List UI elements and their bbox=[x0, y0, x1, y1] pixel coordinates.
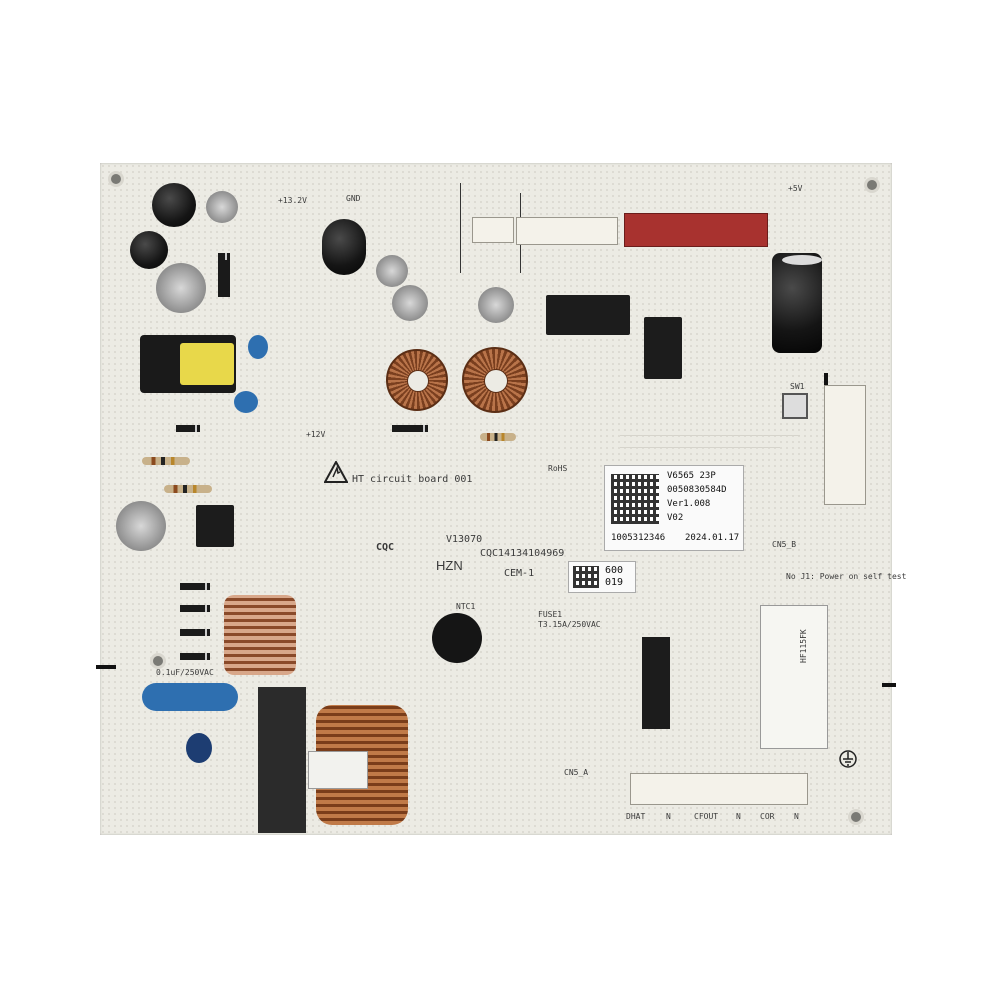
resistor bbox=[480, 433, 516, 441]
relay-model-label: HF115FK bbox=[799, 629, 808, 663]
y-capacitor bbox=[248, 335, 268, 359]
esd-warning-icon bbox=[324, 461, 348, 483]
pin-label-n3: N bbox=[794, 812, 799, 821]
ic-chip bbox=[546, 295, 630, 335]
sticker-line-3: Ver1.008 bbox=[667, 499, 711, 509]
ntc-label: NTC1 bbox=[456, 602, 476, 611]
cqc-mark-text: CQC bbox=[376, 542, 395, 553]
board-name-text: HT circuit board 001 bbox=[352, 474, 473, 485]
small-tag-line-2: 019 bbox=[605, 577, 624, 588]
tactile-switch bbox=[782, 393, 808, 419]
silkscreen-line bbox=[460, 183, 461, 273]
mounting-hole-bottom-right bbox=[848, 809, 864, 825]
maker-text: HZN bbox=[436, 558, 463, 573]
edge-notch-right bbox=[882, 683, 896, 687]
voltage-regulator bbox=[644, 317, 682, 379]
gnd-label: GND bbox=[346, 194, 361, 203]
capacitor-top bbox=[156, 263, 206, 313]
pin-label-cfout: CFOUT bbox=[694, 812, 719, 821]
inductor-l3 bbox=[224, 595, 296, 675]
diode bbox=[218, 253, 230, 297]
edge-notch-top-right bbox=[824, 373, 828, 387]
cem-text: CEM-1 bbox=[504, 568, 535, 579]
diode bbox=[176, 425, 200, 432]
mounting-hole-top-left bbox=[108, 171, 124, 187]
mounting-hole-mid-left bbox=[150, 653, 166, 669]
toroid-inductor bbox=[462, 347, 528, 413]
toroid-inductor bbox=[386, 349, 448, 411]
circuit-board: V6565 23P 0050830584D Ver1.008 V02 10053… bbox=[96, 163, 906, 835]
qr-code bbox=[611, 474, 659, 524]
silkscreen-line bbox=[620, 447, 780, 448]
diode bbox=[180, 605, 210, 612]
diode bbox=[392, 425, 428, 432]
edge-notch-left bbox=[96, 665, 116, 669]
voltage-12v-label: +12V bbox=[306, 430, 326, 439]
y-capacitor bbox=[186, 733, 212, 763]
connector-cn14 bbox=[824, 385, 866, 505]
pin-label-n2: N bbox=[736, 812, 741, 821]
y-capacitor-blue bbox=[142, 683, 238, 711]
ic-chip bbox=[196, 505, 234, 547]
version-code-text: V13070 bbox=[446, 534, 483, 545]
cap-rating-label: 0.1uF/250VAC bbox=[156, 668, 214, 677]
sticker-line-5: 1005312346 bbox=[611, 533, 666, 543]
connector-cn1 bbox=[472, 217, 514, 243]
small-tag: 600 019 bbox=[568, 561, 636, 593]
switch-note: No J1: Power on self test bbox=[786, 572, 907, 581]
capacitor-top bbox=[392, 285, 428, 321]
resistor bbox=[164, 485, 212, 493]
x-capacitor bbox=[258, 687, 306, 833]
transformer-yellow-tape bbox=[180, 343, 234, 385]
mounting-hole-top-right bbox=[864, 177, 880, 193]
sticker-line-4: V02 bbox=[667, 513, 684, 523]
capacitor-top bbox=[478, 287, 514, 323]
capacitor-top bbox=[116, 501, 166, 551]
sticker-date: 2024.01.17 bbox=[685, 533, 740, 543]
capacitor bbox=[152, 183, 196, 227]
ntc-thermistor bbox=[432, 613, 482, 663]
cqc-code-text: CQC14134104969 bbox=[480, 548, 565, 559]
pin-label-cor: COR bbox=[760, 812, 775, 821]
capacitor bbox=[782, 255, 822, 265]
capacitor-top bbox=[206, 191, 238, 223]
y-capacitor bbox=[234, 391, 258, 413]
ground-symbol-icon bbox=[839, 750, 857, 768]
voltage-5v-label: +5V bbox=[788, 184, 803, 193]
sticker-line-2: 0050830584D bbox=[667, 485, 727, 495]
cn5b-label: CN5_B bbox=[772, 540, 797, 549]
small-qr bbox=[573, 566, 599, 588]
relay-k1 bbox=[642, 637, 670, 729]
pin-label-n1: N bbox=[666, 812, 671, 821]
sw1-label: SW1 bbox=[790, 382, 805, 391]
rohs-label: RoHS bbox=[548, 464, 568, 473]
capacitor-large bbox=[772, 253, 822, 353]
diode bbox=[180, 653, 210, 660]
connector-cn4 bbox=[630, 773, 808, 805]
capacitor bbox=[130, 231, 168, 269]
diode bbox=[180, 629, 210, 636]
connector-cn2 bbox=[516, 217, 618, 245]
small-tag-line-1: 600 bbox=[605, 565, 624, 576]
capacitor-top bbox=[376, 255, 408, 287]
sticker-line-1: V6565 23P bbox=[667, 471, 716, 481]
connector-red-header bbox=[624, 213, 768, 247]
voltage-132v-label: +13.2V bbox=[278, 196, 307, 205]
cn5a-label: CN5_A bbox=[564, 768, 589, 777]
product-label-sticker: V6565 23P 0050830584D Ver1.008 V02 10053… bbox=[604, 465, 744, 551]
fuse-label: FUSE1 bbox=[538, 610, 563, 619]
choke-bobbin bbox=[308, 751, 368, 789]
relay-k2-housing bbox=[760, 605, 828, 749]
pin-label-dhat: DHAT bbox=[626, 812, 646, 821]
diode bbox=[180, 583, 210, 590]
capacitor bbox=[322, 219, 366, 275]
resistor bbox=[142, 457, 190, 465]
silkscreen-line bbox=[620, 435, 800, 436]
fuse-rating: T3.15A/250VAC bbox=[538, 620, 601, 629]
